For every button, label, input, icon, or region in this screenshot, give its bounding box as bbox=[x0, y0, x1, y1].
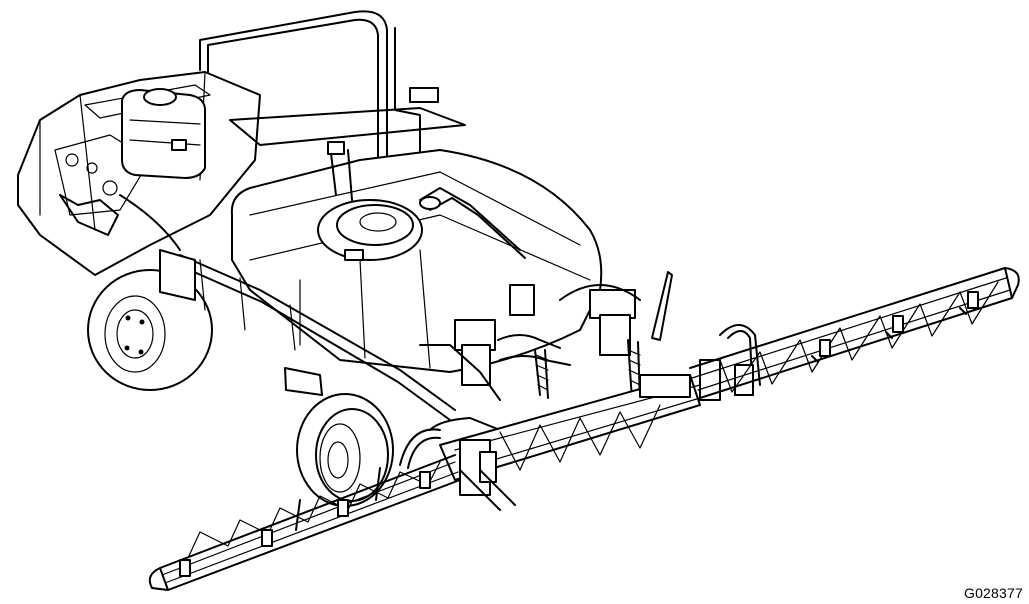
spray-tank bbox=[232, 150, 601, 372]
hoses bbox=[120, 195, 640, 468]
right-boom bbox=[690, 268, 1019, 398]
pump-valve-assembly bbox=[420, 272, 760, 430]
roll-bar bbox=[200, 11, 465, 190]
figure-id-label: G028377 bbox=[963, 585, 1023, 601]
reservoir-tank bbox=[122, 89, 205, 178]
left-boom bbox=[150, 455, 460, 590]
front-wheel bbox=[297, 394, 393, 506]
rear-wheel bbox=[88, 270, 212, 390]
chassis-frame bbox=[160, 142, 455, 420]
center-boom-frame bbox=[440, 375, 700, 510]
